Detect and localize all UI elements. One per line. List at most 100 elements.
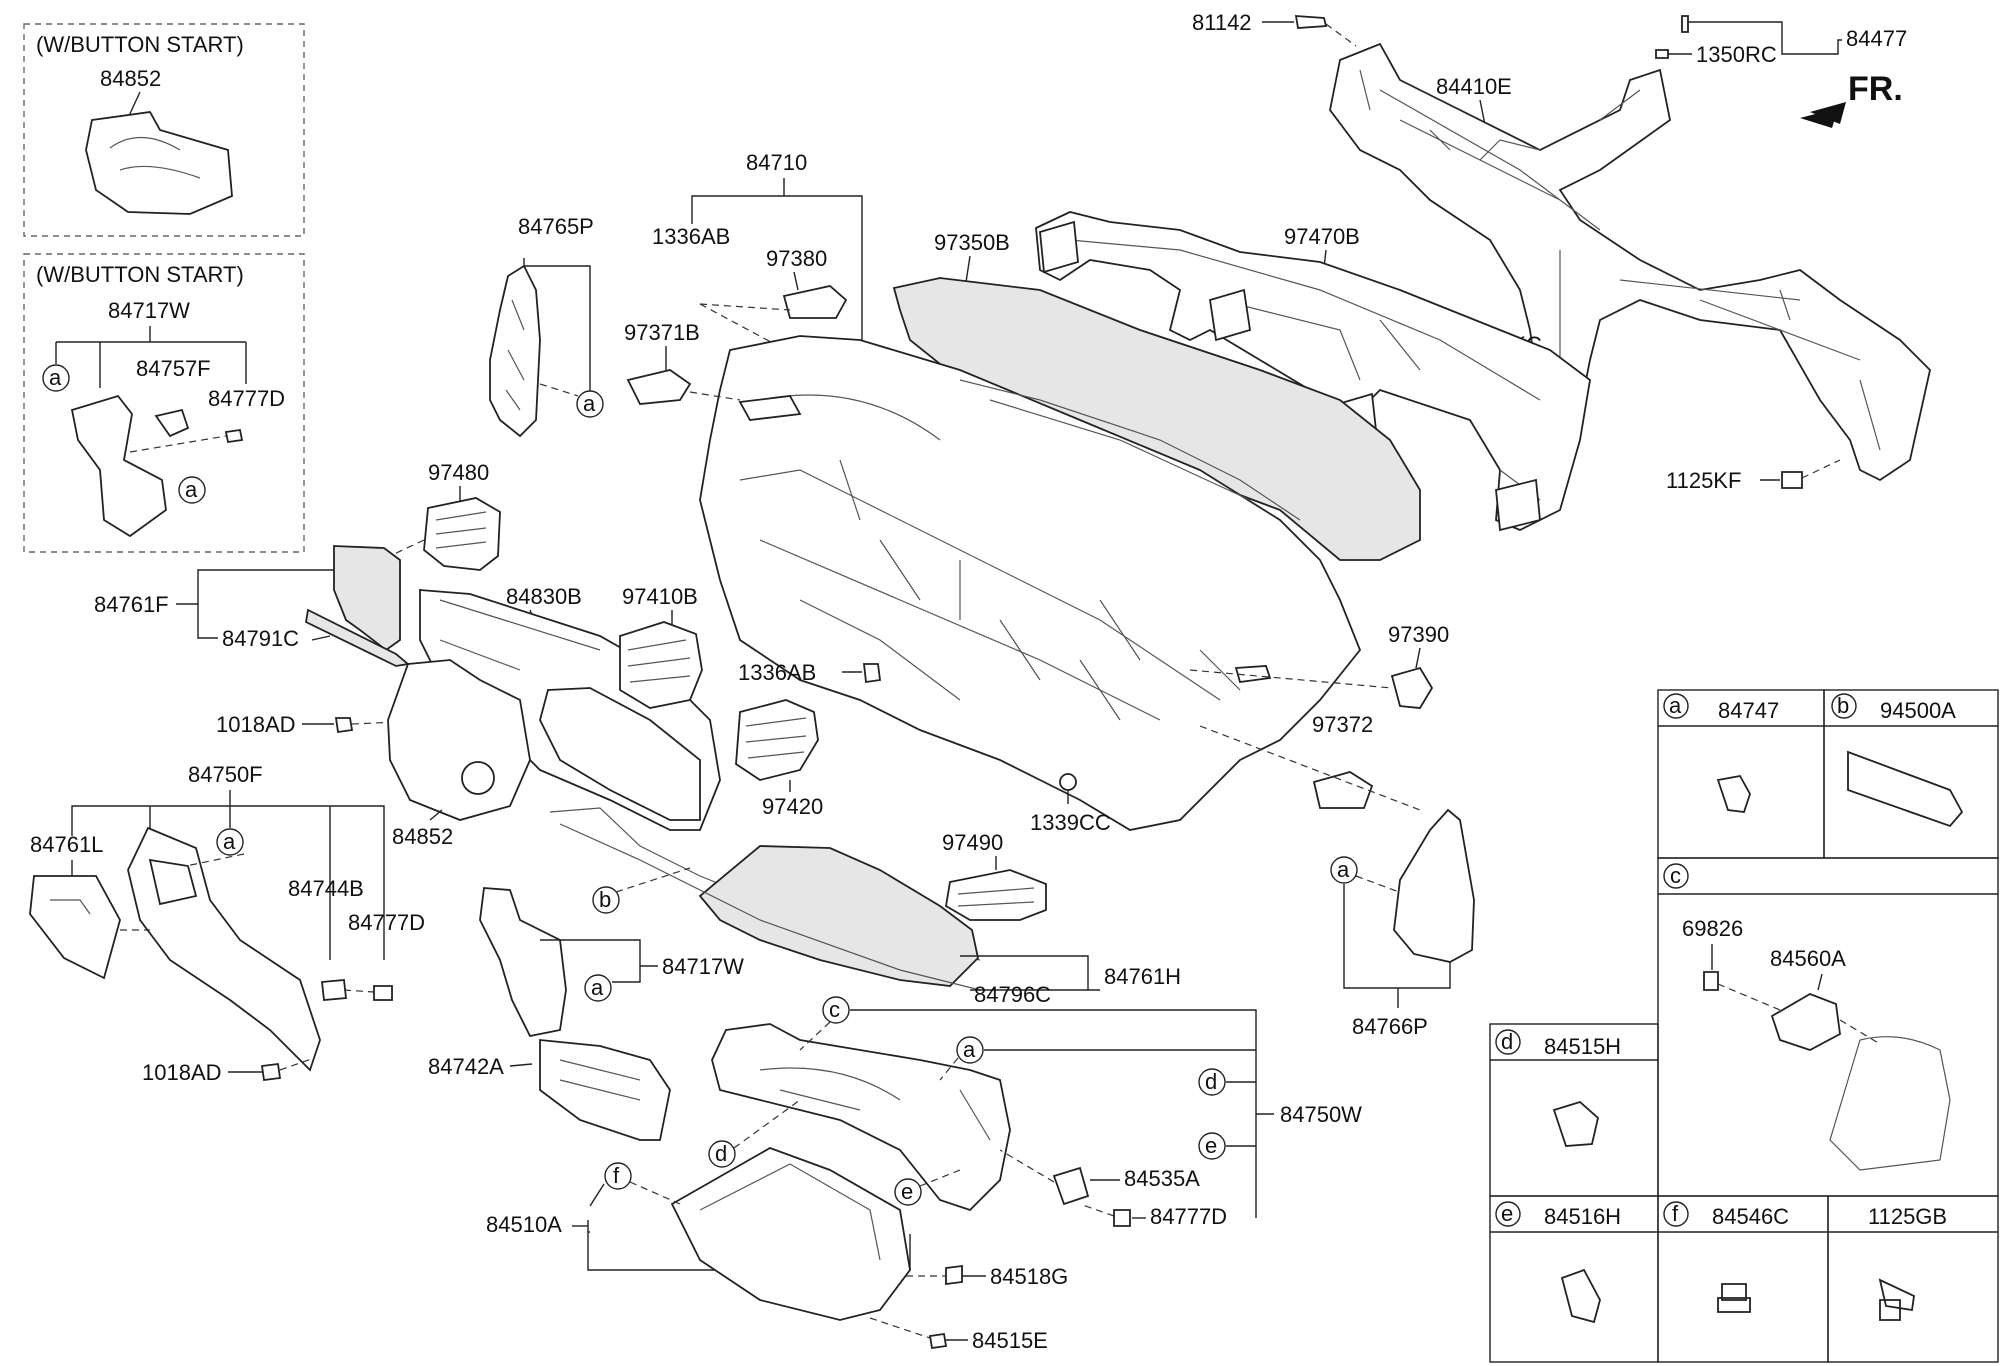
legend-part-84747: 84747 — [1718, 698, 1779, 723]
legend-part-84560A: 84560A — [1770, 946, 1846, 971]
callout-circle — [1198, 1132, 1226, 1160]
legend-letter-circle — [1495, 1201, 1521, 1227]
vent-97480-drawing — [423, 497, 501, 571]
button-84560A-drawing — [1770, 993, 1841, 1051]
lower-panel-84750W-group: c a d d e e 84750W 84535A 84777D — [708, 996, 1362, 1229]
clip-84747-drawing — [1716, 774, 1751, 813]
screw-drawing — [224, 428, 244, 444]
part-84516H-drawing — [1560, 1268, 1601, 1324]
part-1125KF: 1125KF — [1666, 468, 1741, 493]
inset-button-start-top: (W/BUTTON START) 84852 — [23, 23, 305, 237]
vent-97372-group: 97372 — [1199, 712, 1421, 811]
part-84477: 84477 — [1846, 26, 1907, 51]
button-bracket-drawing — [154, 408, 190, 438]
callout-circle — [1198, 1068, 1226, 1096]
part-84410E: 84410E — [1436, 74, 1512, 99]
part-81142: 81142 — [1192, 10, 1252, 35]
callout-letter: e — [1205, 1133, 1217, 1158]
lower-panel-84750W-drawing — [711, 1023, 1011, 1212]
garnish-84761H-drawing — [698, 845, 979, 987]
inset-top-part-label: 84852 — [100, 66, 161, 91]
part-84510A: 84510A — [486, 1212, 562, 1237]
clip-1336AB-drawing — [862, 663, 882, 684]
vent-97490-drawing — [945, 869, 1047, 921]
inset-mid-border — [23, 253, 305, 553]
callout-letter: a — [185, 477, 198, 502]
vent-97371B-drawing — [626, 369, 692, 405]
screw-69826-drawing — [1703, 971, 1719, 991]
inset-top-header: (W/BUTTON START) — [36, 32, 244, 57]
duct-outlet-end — [1495, 478, 1541, 532]
callout-letter: b — [599, 887, 611, 912]
part-97371B: 97371B — [624, 320, 700, 345]
parts-legend-table: a 84747 b 94500A c 69826 84560A d 84515H — [1489, 689, 1999, 1363]
glovebox-84510A-drawing — [670, 1147, 911, 1321]
part-84546C-drawing — [1717, 1283, 1751, 1313]
callout-letter: a — [49, 365, 62, 390]
garnish-84791C-drawing — [305, 608, 411, 667]
part-84518G: 84518G — [990, 1264, 1068, 1289]
part-84710: 84710 — [746, 150, 807, 175]
callout-letter: e — [901, 1179, 913, 1204]
part-84761F: 84761F — [94, 592, 169, 617]
inset-mid-part-84757F: 84757F — [136, 356, 211, 381]
legend-part-69826: 69826 — [1682, 916, 1743, 941]
callout-circle — [216, 828, 244, 856]
legend-letter-circle — [1663, 863, 1689, 889]
fascia-84830B-screen-opening — [539, 687, 701, 821]
callout-circle — [592, 886, 620, 914]
knee-airbag-84742A-drawing — [539, 1039, 671, 1141]
legend-letter-circle — [1663, 693, 1689, 719]
part-97350B: 97350B — [934, 230, 1010, 255]
duct-outlet-left — [1039, 220, 1079, 274]
inset-button-start-mid: (W/BUTTON START) 84717W 84757F 84777D a … — [23, 253, 305, 553]
nut-1339CC-drawing — [1059, 773, 1077, 791]
bolt-1125GB-drawing — [1878, 1278, 1915, 1321]
vent-97420-group: 97420 — [735, 699, 823, 819]
legend-letter-c: c — [1670, 863, 1681, 888]
part-84761H: 84761H — [1104, 964, 1181, 989]
legend-letter-f: f — [1672, 1201, 1679, 1226]
inset-mid-part-84777D: 84777D — [208, 386, 285, 411]
switch-94500A-drawing — [1847, 750, 1964, 828]
legend-letter-circle — [1831, 693, 1857, 719]
callout-letter: a — [583, 391, 596, 416]
vent-97390-drawing — [1390, 666, 1434, 709]
callout-circle — [1330, 856, 1358, 884]
vent-97490-group: 97490 — [942, 830, 1047, 921]
part-97390: 97390 — [1388, 622, 1449, 647]
garnish-84761H-group: b 84761H 84796C — [549, 807, 1181, 1007]
legend-part-94500A: 94500A — [1880, 698, 1956, 723]
side-cover-84766P-group: a 84766P — [1330, 808, 1475, 1039]
legend-part-84546C: 84546C — [1712, 1204, 1789, 1229]
part-1018AD-bottom: 1018AD — [142, 1060, 222, 1085]
screw-1018AD-drawing — [334, 717, 354, 734]
callout-circle — [894, 1178, 922, 1206]
part-1336AB-mid: 1336AB — [738, 660, 816, 685]
legend-letter-a: a — [1669, 693, 1682, 718]
defroster-duct-group: 97470B — [1035, 211, 1591, 532]
inset-mid-header: (W/BUTTON START) — [36, 262, 244, 287]
pad-clip-left — [738, 395, 802, 421]
screw-84777D-left-drawing — [373, 985, 393, 1001]
callout-letter: f — [613, 1163, 620, 1188]
steering-column-shroud-drawing — [85, 111, 233, 215]
part-84761L: 84761L — [30, 832, 103, 857]
part-84515E: 84515E — [972, 1328, 1048, 1353]
callout-circle — [956, 1036, 984, 1064]
lid-84761L-drawing — [29, 875, 121, 980]
part-84535A: 84535A — [1124, 1166, 1200, 1191]
callout-letter: d — [715, 1141, 727, 1166]
vent-97380-drawing — [782, 285, 848, 319]
legend-part-84515H: 84515H — [1544, 1034, 1621, 1059]
callout-letter: c — [829, 997, 840, 1022]
duct-outlet-mid — [1208, 288, 1252, 342]
legend-part-1125GB: 1125GB — [1868, 1204, 1947, 1229]
part-97372: 97372 — [1312, 712, 1373, 737]
front-direction-label: FR. — [1848, 70, 1903, 108]
callout-letter: a — [223, 829, 236, 854]
column-cover-84852-group: 1018AD 84852 — [216, 659, 531, 849]
part-97470B: 97470B — [1284, 224, 1360, 249]
inset-mid-part-84717W: 84717W — [108, 298, 190, 323]
legend-cell-1125GB — [1827, 1195, 1999, 1363]
